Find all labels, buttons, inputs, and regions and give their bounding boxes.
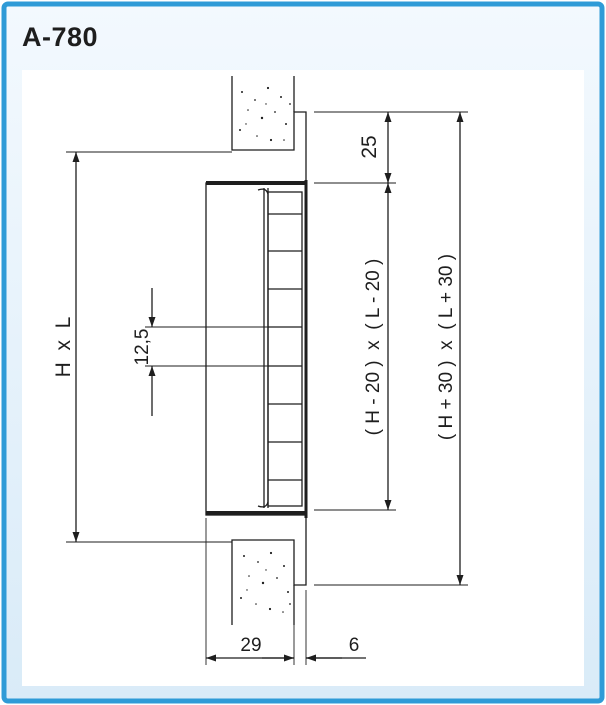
wall-texture	[239, 86, 291, 613]
dimension-lines	[72, 112, 464, 662]
grille-slats	[267, 191, 303, 507]
label-slat-pitch: 12,5	[132, 329, 153, 366]
grille-body	[205, 180, 308, 518]
label-depth: 29	[240, 635, 261, 656]
label-overall-size: H x L	[52, 317, 75, 378]
wall-bottom	[231, 515, 307, 625]
label-top-offset: 25	[358, 135, 381, 158]
label-flange-thickness: 6	[349, 635, 360, 656]
product-code-title: A-780	[22, 22, 99, 52]
drawing-area	[22, 70, 584, 686]
wall-top	[231, 76, 307, 180]
extension-lines	[66, 111, 468, 665]
label-inner-opening: ( H - 20 ) x ( L - 20 )	[363, 259, 384, 436]
label-outer-size: ( H + 30 ) x ( L + 30 )	[436, 254, 457, 440]
